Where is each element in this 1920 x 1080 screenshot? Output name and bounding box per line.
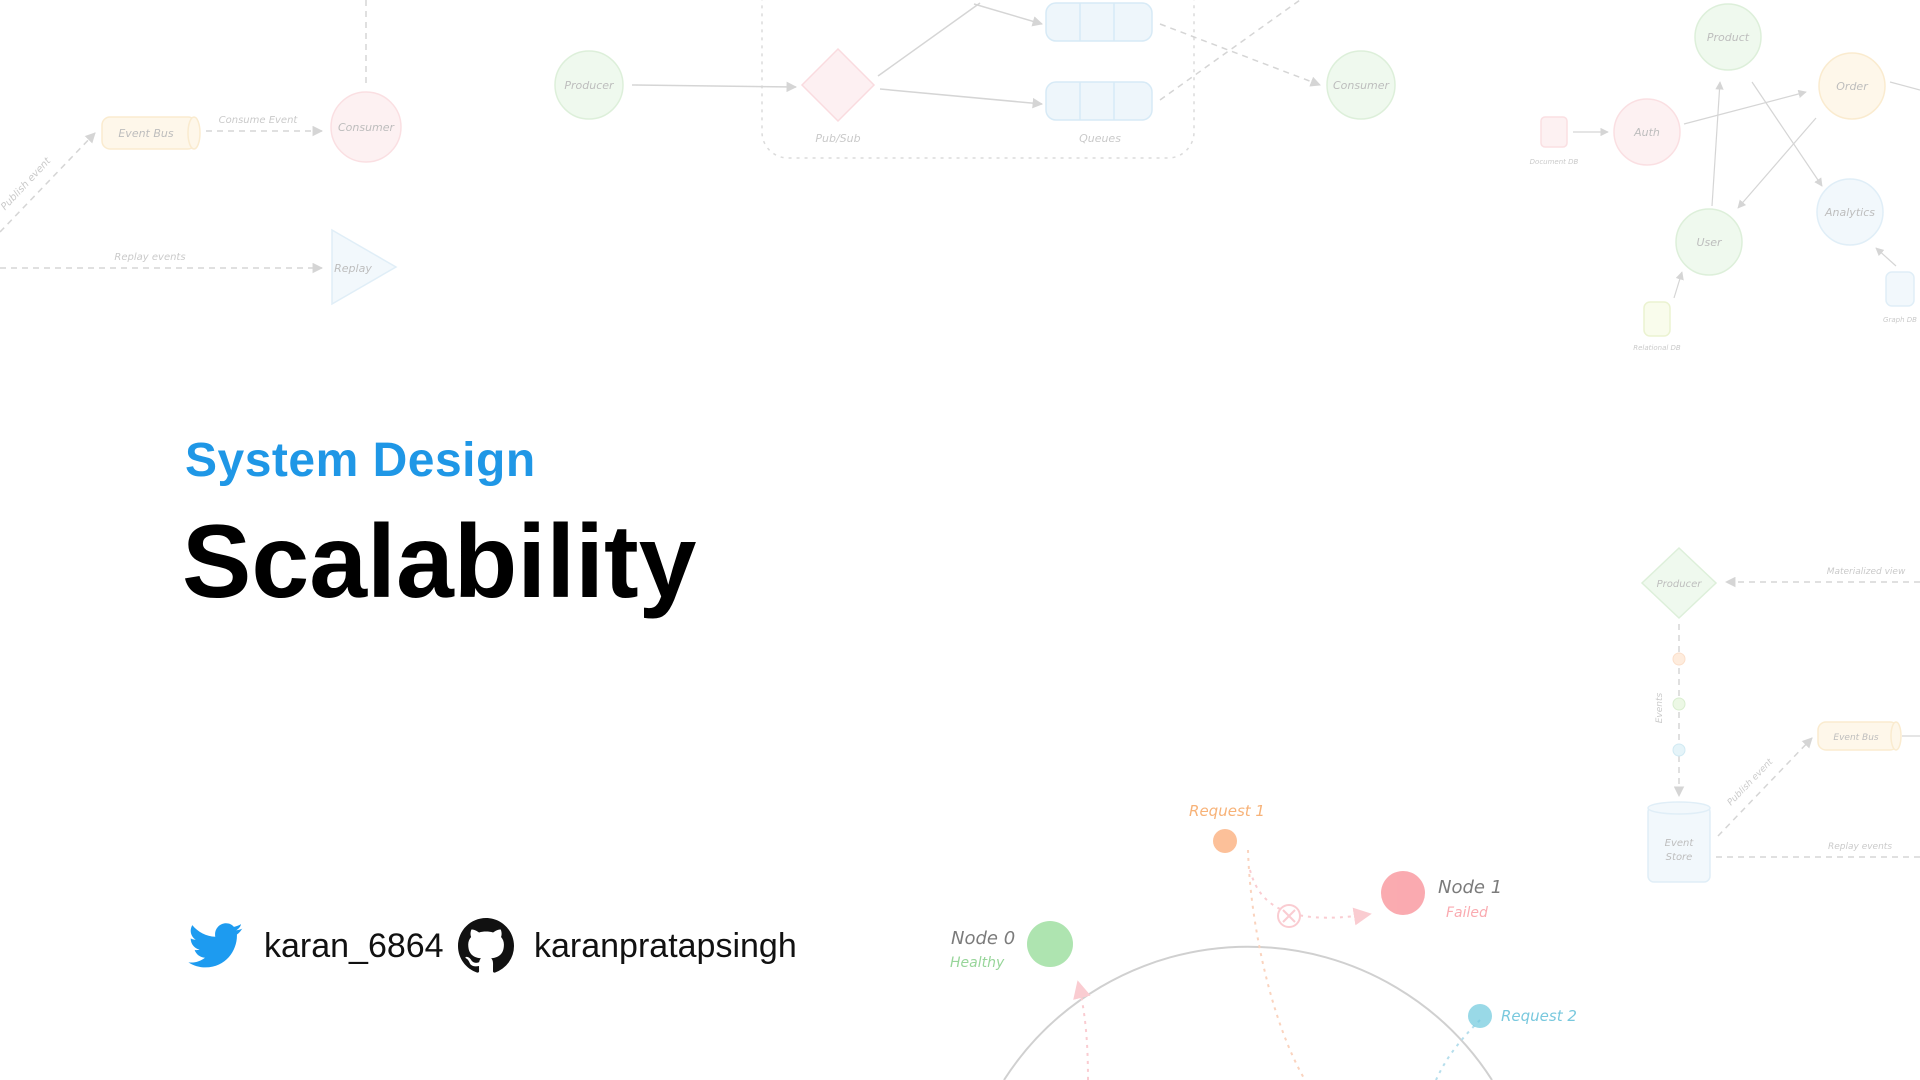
replay-events-label: Replay events: [114, 252, 185, 263]
product-label: Product: [1707, 31, 1750, 44]
event-store-label-2: Store: [1666, 852, 1693, 863]
consistent-hashing-diagram: Request 1 Node 1 Failed Node 0 Healthy R…: [950, 802, 1577, 1080]
event-store-label-1: Event: [1665, 838, 1695, 849]
pubsub-consumer-label: Consumer: [1333, 79, 1391, 92]
failed-label: Failed: [1446, 905, 1488, 921]
producer-node: [554, 50, 624, 120]
pubsub-diagram: Producer Pub/Sub Queues Consumer: [554, 0, 1396, 159]
request-2-label: Request 2: [1501, 1007, 1577, 1025]
relational-db-shape: [1643, 301, 1671, 337]
consume-event-label: Consume Event: [219, 115, 299, 126]
document-db-label: Document DB: [1530, 158, 1579, 166]
page-title: Scalability: [182, 504, 697, 620]
twitter-handle[interactable]: karan_6864: [264, 926, 444, 965]
node-0-dot: [1027, 921, 1073, 967]
consumer-label: Consumer: [338, 121, 396, 134]
request-1-dot: [1213, 829, 1237, 853]
github-icon: [458, 918, 514, 973]
product-node: [1694, 3, 1762, 71]
event-bus-shape: [101, 116, 197, 150]
pubsub-shape: [800, 47, 876, 123]
replay-shape: [331, 228, 398, 306]
queues-label: Queues: [1079, 132, 1121, 145]
node-1-dot: [1381, 871, 1425, 915]
order-label: Order: [1836, 80, 1869, 93]
cqrs-producer-label: Producer: [1657, 579, 1703, 590]
page-subtitle: System Design: [185, 434, 536, 487]
github-handle[interactable]: karanpratapsingh: [534, 926, 797, 965]
analytics-node: [1816, 178, 1884, 246]
user-node: [1675, 208, 1743, 276]
cqrs-replay-events-label: Replay events: [1828, 842, 1892, 852]
cqrs-publish-event-label: Publish event: [1726, 757, 1776, 808]
relational-db-label: Relational DB: [1633, 344, 1681, 352]
cqrs-event-bus-label: Event Bus: [1833, 733, 1879, 743]
queue-shape-1: [1045, 2, 1153, 42]
pubsub-label: Pub/Sub: [815, 132, 860, 145]
node-0-label: Node 0: [951, 928, 1015, 949]
healthy-label: Healthy: [950, 955, 1005, 971]
microservices-diagram: Product Order Auth Analytics User Docume…: [1530, 3, 1920, 352]
twitter-icon: [188, 923, 243, 968]
graph-db-shape: [1885, 271, 1915, 307]
materialized-view-label: Materialized view: [1827, 567, 1906, 577]
request-2-dot: [1468, 1004, 1492, 1028]
cqrs-producer-shape: [1640, 546, 1718, 620]
request-1-label: Request 1: [1189, 802, 1265, 820]
order-node: [1818, 52, 1886, 120]
node-1-label: Node 1: [1438, 877, 1502, 898]
user-label: User: [1696, 236, 1723, 249]
auth-node: [1613, 98, 1681, 166]
document-db-shape: [1540, 116, 1568, 148]
auth-label: Auth: [1633, 126, 1660, 139]
event-store-shape: [1647, 805, 1711, 883]
pubsub-consumer-node: [1326, 50, 1396, 120]
twitter-link[interactable]: karan_6864: [188, 918, 444, 974]
event-bus-label: Event Bus: [118, 127, 174, 140]
graph-db-label: Graph DB: [1883, 316, 1917, 324]
producer-label: Producer: [564, 79, 615, 92]
cqrs-event-bus-shape: [1817, 721, 1899, 751]
cqrs-diagram: Producer Materialized view Events Event …: [1640, 546, 1920, 883]
consumer-node: [330, 91, 402, 163]
analytics-label: Analytics: [1824, 206, 1875, 219]
github-link[interactable]: karanpratapsingh: [458, 918, 797, 974]
events-label: Events: [1655, 692, 1665, 723]
event-sourcing-diagram: Event Bus Consume Event Consumer Publish…: [0, 0, 402, 306]
replay-label: Replay: [334, 262, 372, 275]
queue-shape-2: [1045, 81, 1153, 121]
